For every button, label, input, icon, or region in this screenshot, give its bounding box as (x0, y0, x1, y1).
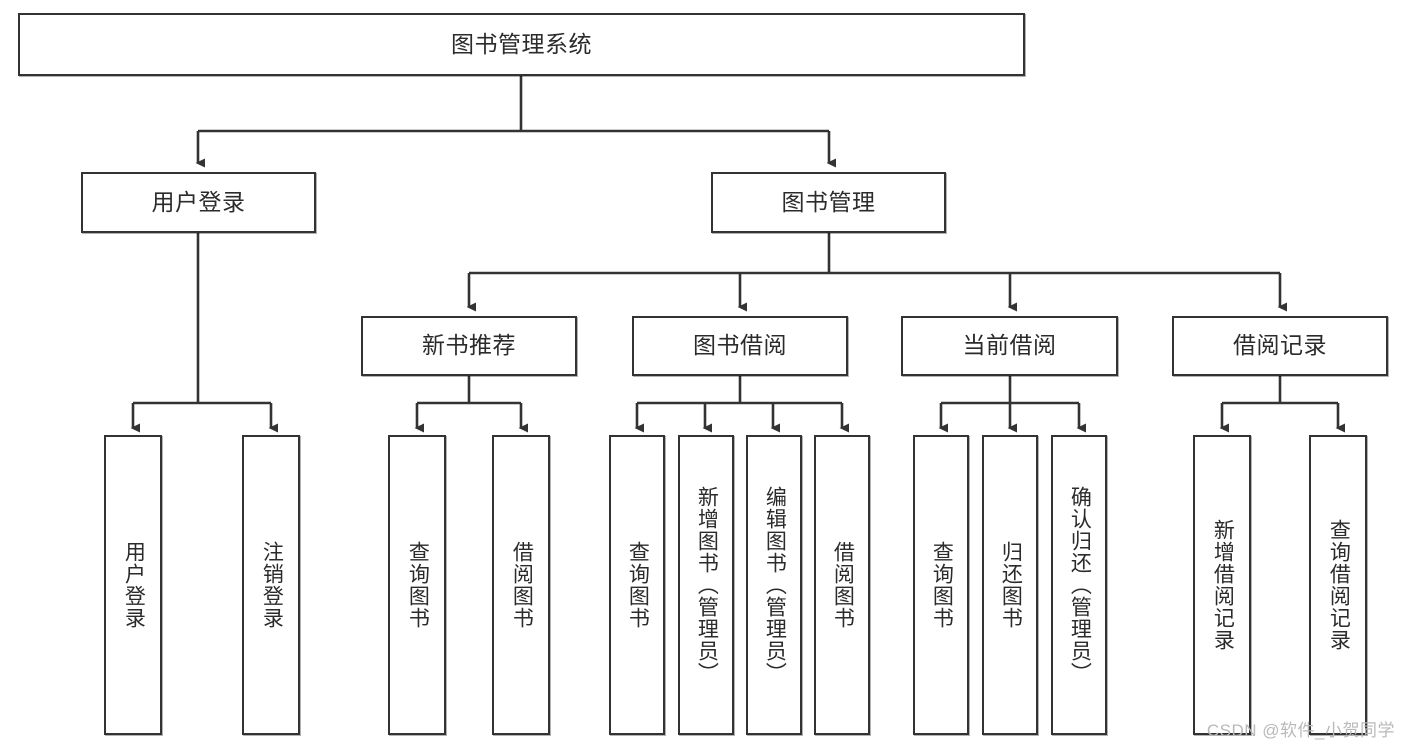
node-label: 图书管理 (781, 188, 876, 215)
node-leaf-user-logout[interactable]: 注销登录 (242, 435, 300, 735)
node-book-borrow[interactable]: 图书借阅 (632, 316, 848, 376)
node-label: 新增借阅记录 (1211, 519, 1235, 651)
node-label: 新书推荐 (422, 332, 516, 359)
node-label: 查询借阅记录 (1327, 519, 1351, 651)
node-current-borrow[interactable]: 当前借阅 (901, 316, 1118, 376)
node-leaf-recommend-query-book[interactable]: 查询图书 (388, 435, 446, 735)
node-label: 查询图书 (626, 541, 650, 629)
node-label: 借阅图书 (510, 541, 534, 629)
node-label: 注销登录 (260, 541, 284, 629)
node-label: 用户登录 (122, 541, 146, 629)
node-leaf-borrow-add-book-admin[interactable]: 新增图书（管理员） (678, 435, 734, 735)
node-leaf-current-query-book[interactable]: 查询图书 (913, 435, 969, 735)
node-leaf-borrow-borrow-book[interactable]: 借阅图书 (814, 435, 870, 735)
node-label: 当前借阅 (962, 332, 1057, 359)
node-leaf-record-add-borrow-record[interactable]: 新增借阅记录 (1193, 435, 1251, 735)
node-borrow-record[interactable]: 借阅记录 (1172, 316, 1388, 376)
node-label: 新增图书（管理员） (695, 486, 719, 684)
node-label: 查询图书 (930, 541, 954, 629)
node-user-login[interactable]: 用户登录 (81, 172, 316, 233)
node-label: 图书借阅 (693, 332, 787, 359)
node-new-book-recommend[interactable]: 新书推荐 (361, 316, 577, 376)
node-label: 用户登录 (151, 188, 246, 215)
node-leaf-borrow-edit-book-admin[interactable]: 编辑图书（管理员） (746, 435, 802, 735)
node-label: 借阅图书 (831, 541, 855, 629)
node-label: 编辑图书（管理员） (763, 486, 787, 684)
node-label: 归还图书 (999, 541, 1023, 629)
node-leaf-user-login[interactable]: 用户登录 (104, 435, 162, 735)
node-leaf-current-confirm-return-admin[interactable]: 确认归还（管理员） (1051, 435, 1107, 735)
node-label: 图书管理系统 (451, 30, 592, 57)
node-label: 查询图书 (406, 541, 430, 629)
node-leaf-recommend-borrow-book[interactable]: 借阅图书 (492, 435, 550, 735)
node-label: 确认归还（管理员） (1068, 486, 1092, 684)
node-leaf-borrow-query-book[interactable]: 查询图书 (609, 435, 665, 735)
node-label: 借阅记录 (1233, 332, 1327, 359)
node-book-management[interactable]: 图书管理 (711, 172, 946, 233)
watermark: CSDN @软件_小贺同学 (1206, 721, 1395, 740)
node-root-book-management-system[interactable]: 图书管理系统 (18, 13, 1025, 76)
node-leaf-current-return-book[interactable]: 归还图书 (982, 435, 1038, 735)
node-leaf-record-query-borrow-record[interactable]: 查询借阅记录 (1309, 435, 1367, 735)
